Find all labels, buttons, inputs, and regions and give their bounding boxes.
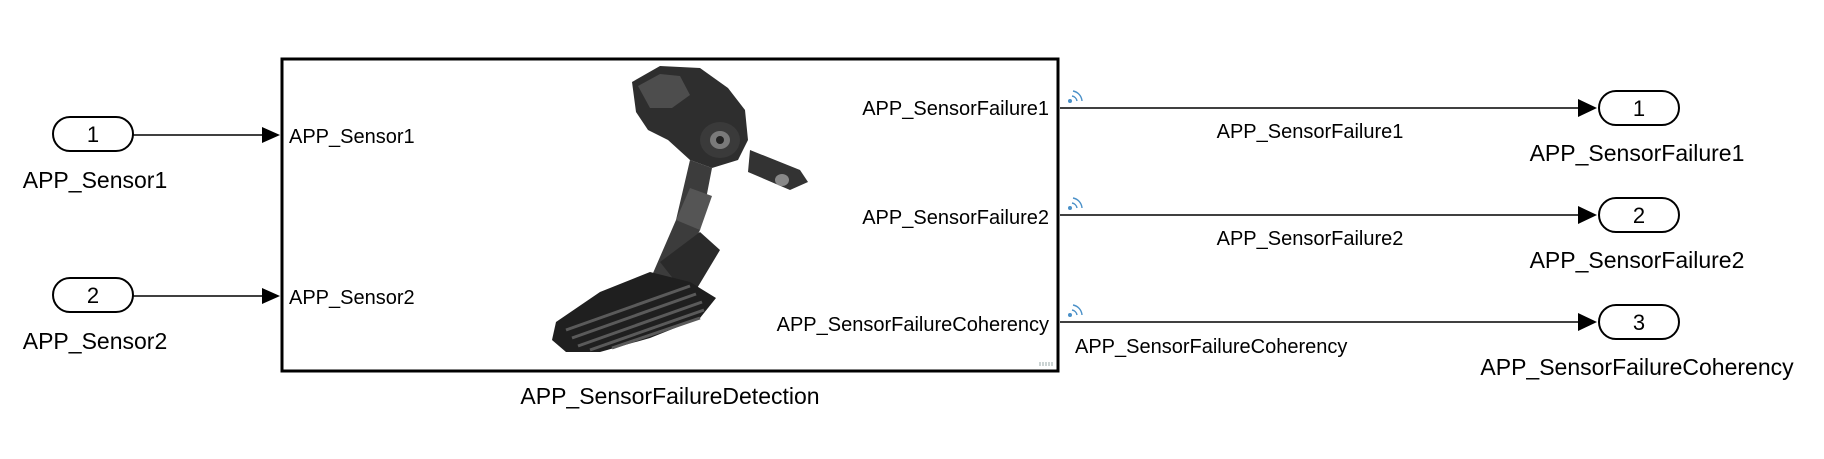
signal-line-1[interactable]: APP_SensorFailure1 <box>1060 90 1597 143</box>
signal-label-1[interactable]: APP_SensorFailure1 <box>1217 121 1404 143</box>
subsystem-output-label-3: APP_SensorFailureCoherency <box>777 314 1049 336</box>
outport-2-shape[interactable] <box>1598 197 1680 233</box>
outport-1[interactable]: 1 APP_SensorFailure1 <box>1530 90 1745 166</box>
outport-2-name[interactable]: APP_SensorFailure2 <box>1530 247 1745 273</box>
subsystem-input-label-2: APP_Sensor2 <box>289 287 415 309</box>
inport-1-name[interactable]: APP_Sensor1 <box>23 167 167 193</box>
arrowhead-icon <box>1578 99 1597 117</box>
outport-1-name[interactable]: APP_SensorFailure1 <box>1530 140 1745 166</box>
outport-2[interactable]: 2 APP_SensorFailure2 <box>1530 197 1745 273</box>
subsystem-output-label-2: APP_SensorFailure2 <box>862 207 1049 229</box>
wifi-signal-icon <box>1068 304 1083 317</box>
signal-line-3[interactable]: APP_SensorFailureCoherency <box>1060 304 1597 358</box>
arrowhead-icon <box>262 127 280 143</box>
arrowhead-icon <box>1578 313 1597 331</box>
outport-3[interactable]: 3 APP_SensorFailureCoherency <box>1480 304 1794 380</box>
subsystem-name[interactable]: APP_SensorFailureDetection <box>520 383 819 409</box>
resize-grip-icon <box>1039 362 1053 366</box>
inport-1[interactable]: 1 APP_Sensor1 <box>23 116 167 193</box>
wifi-signal-icon <box>1068 197 1083 210</box>
inport-2-number: 2 <box>87 283 99 308</box>
arrowhead-icon <box>1578 206 1597 224</box>
inport-2[interactable]: 2 APP_Sensor2 <box>23 277 167 354</box>
outport-1-shape[interactable] <box>1598 90 1680 126</box>
outport-3-shape[interactable] <box>1598 304 1680 340</box>
outport-3-number: 3 <box>1633 310 1645 335</box>
inport-2-shape[interactable] <box>52 277 134 313</box>
wifi-signal-icon <box>1068 90 1083 103</box>
signal-label-2[interactable]: APP_SensorFailure2 <box>1217 228 1404 250</box>
inport-2-name[interactable]: APP_Sensor2 <box>23 328 167 354</box>
outport-1-number: 1 <box>1633 96 1645 121</box>
outport-2-number: 2 <box>1633 203 1645 228</box>
subsystem-input-label-1: APP_Sensor1 <box>289 126 415 148</box>
subsystem-block[interactable]: APP_Sensor1 APP_Sensor2 APP_SensorFailur… <box>280 57 1060 409</box>
accelerator-pedal-icon <box>552 66 808 352</box>
signal-line-2[interactable]: APP_SensorFailure2 <box>1060 197 1597 250</box>
inport-1-shape[interactable] <box>52 116 134 152</box>
arrowhead-icon <box>262 288 280 304</box>
subsystem-output-label-1: APP_SensorFailure1 <box>862 98 1049 120</box>
outport-3-name[interactable]: APP_SensorFailureCoherency <box>1480 354 1794 380</box>
signal-label-3[interactable]: APP_SensorFailureCoherency <box>1075 336 1347 358</box>
inport-1-number: 1 <box>87 122 99 147</box>
